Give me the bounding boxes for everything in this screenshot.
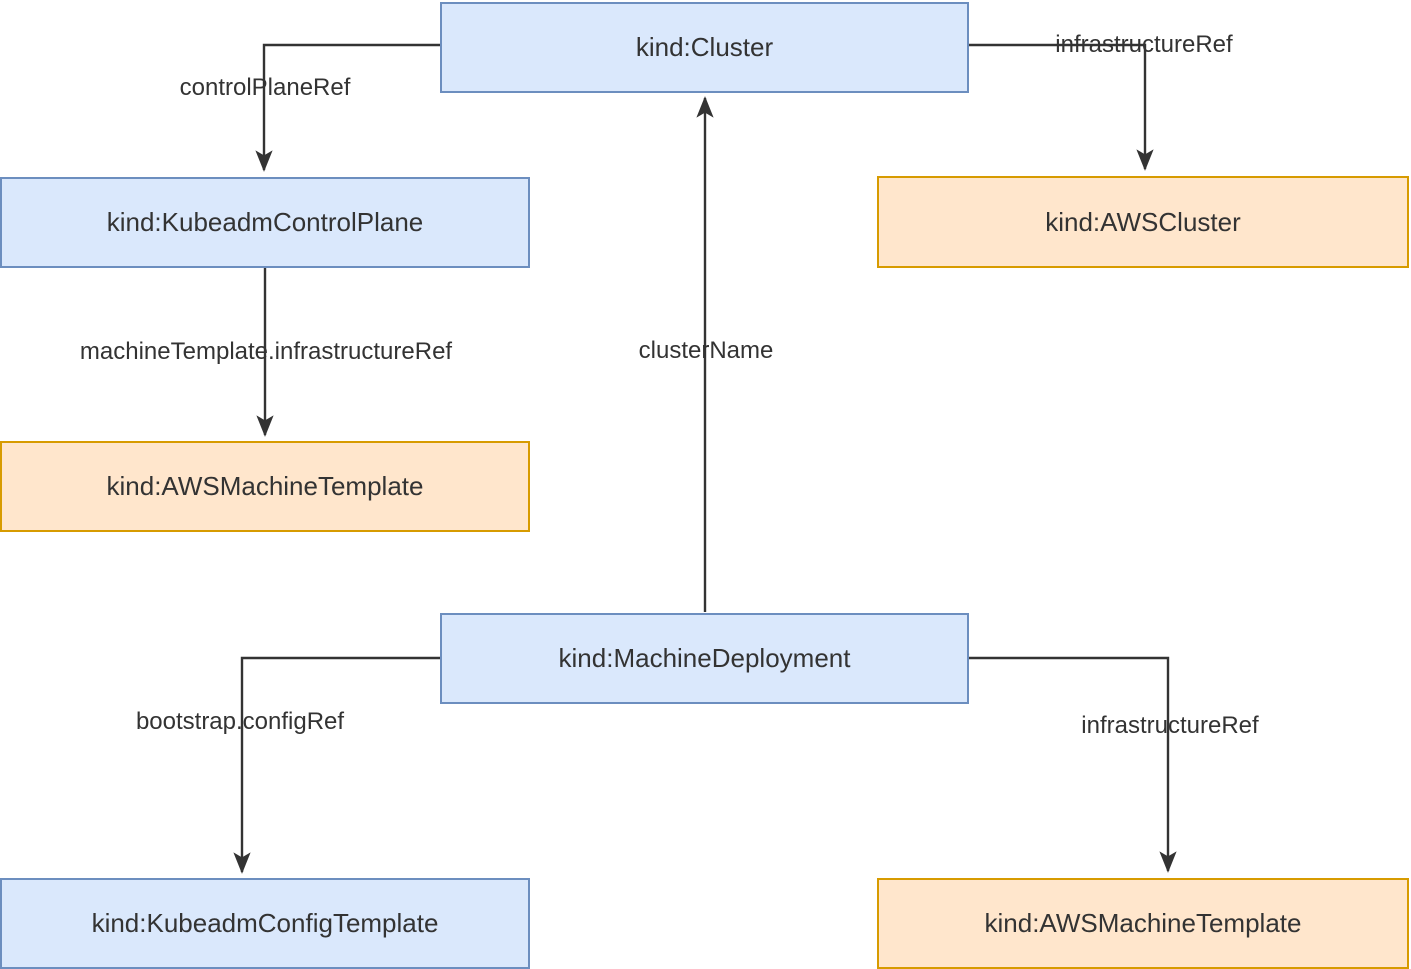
edge-control-plane-ref — [255, 43, 440, 172]
node-kubeadm-control-plane-label: kind:KubeadmControlPlane — [106, 207, 424, 238]
edge-label-cluster-name: clusterName — [638, 336, 774, 364]
node-kubeadm-control-plane[interactable]: kind:KubeadmControlPlane — [0, 177, 530, 268]
node-aws-cluster-label: kind:AWSCluster — [1045, 206, 1241, 237]
node-machine-deployment[interactable]: kind:MachineDeployment — [440, 613, 969, 704]
edge-bootstrap-config-ref — [233, 656, 440, 874]
node-aws-machine-template-control-plane-label: kind:AWSMachineTemplate — [106, 471, 424, 502]
edge-md-infrastructure-ref — [968, 656, 1177, 873]
node-aws-machine-template-control-plane[interactable]: kind:AWSMachineTemplate — [0, 441, 530, 532]
edge-label-infrastructure-ref: infrastructureRef — [1055, 30, 1233, 58]
node-cluster-label: kind:Cluster — [635, 32, 774, 63]
node-aws-machine-template-machine-deployment[interactable]: kind:AWSMachineTemplate — [877, 878, 1409, 969]
edge-label-machine-template-infrastructure-ref: machineTemplate.infrastructureRef — [79, 337, 453, 365]
node-machine-deployment-label: kind:MachineDeployment — [558, 643, 851, 674]
edge-label-bootstrap-config-ref: bootstrap.configRef — [135, 707, 345, 735]
node-kubeadm-config-template-label: kind:KubeadmConfigTemplate — [91, 908, 439, 939]
node-aws-cluster[interactable]: kind:AWSCluster — [877, 176, 1409, 268]
edge-infrastructure-ref — [968, 43, 1154, 171]
edge-label-control-plane-ref: controlPlaneRef — [179, 73, 351, 101]
node-aws-machine-template-machine-deployment-label: kind:AWSMachineTemplate — [984, 908, 1302, 939]
edge-label-md-infrastructure-ref: infrastructureRef — [1081, 711, 1259, 739]
node-cluster[interactable]: kind:Cluster — [440, 2, 969, 93]
node-kubeadm-config-template[interactable]: kind:KubeadmConfigTemplate — [0, 878, 530, 969]
